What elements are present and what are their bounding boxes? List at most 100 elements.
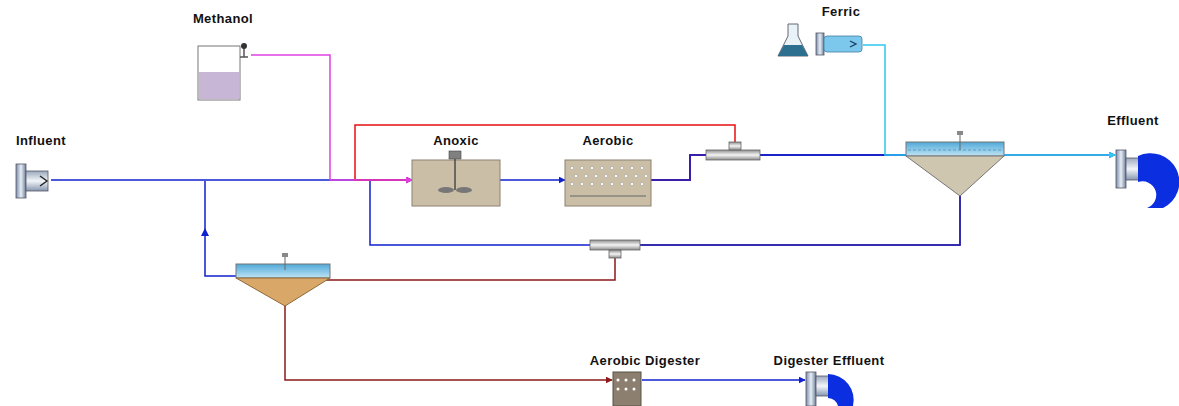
flow-line [251, 55, 412, 180]
process-unit: Aerobic Digester [612, 372, 642, 406]
dosing-pipe [240, 56, 248, 58]
flask [778, 24, 808, 56]
outfall-elbow [1138, 153, 1179, 208]
air-bubbles [617, 379, 636, 391]
flow-line [642, 379, 805, 381]
flow-line [863, 45, 1115, 155]
unit-label: Influent [16, 133, 66, 148]
air-bubble [580, 182, 583, 185]
process-unit: Aerobic [565, 151, 651, 206]
flask-liquid [778, 45, 808, 56]
pump-knob [241, 43, 247, 49]
air-bubble [594, 174, 597, 177]
process-unit: Anoxic [412, 151, 500, 206]
air-bubble [584, 174, 587, 177]
tee-body [590, 240, 640, 250]
air-bubble [570, 182, 573, 185]
outfall-elbow [828, 374, 854, 406]
air-bubble [610, 166, 613, 169]
influent-pipe [16, 164, 48, 198]
pipe-tee [706, 142, 760, 160]
air-bubble [640, 166, 643, 169]
flow-chevron [40, 176, 47, 186]
air-bubble [600, 182, 603, 185]
thickener-water [236, 264, 330, 278]
flow-chevron [850, 41, 856, 47]
tee-branch [729, 142, 741, 150]
unit-label: Aerobic [582, 133, 633, 148]
air-bubble [625, 379, 628, 382]
air-bubble [600, 166, 603, 169]
pipe-flange [1116, 150, 1126, 188]
mixer-blade [438, 187, 454, 193]
process-unit: Methanol [195, 42, 251, 102]
process-unit: Ferric [775, 22, 863, 58]
thickener-drive [285, 256, 286, 270]
air-bubble [610, 182, 613, 185]
aerobic-tank [565, 160, 651, 206]
ferric-dosing [778, 24, 862, 56]
tank-liquid [199, 72, 239, 99]
air-bubble [640, 182, 643, 185]
tank-body [565, 160, 651, 206]
thickener-cone [236, 278, 330, 306]
pipe-flange [806, 372, 816, 406]
air-bubble [644, 174, 647, 177]
air-bubble [617, 379, 620, 382]
unit-label: Anoxic [433, 133, 479, 148]
flow-line [500, 179, 565, 181]
mixer-blade [456, 187, 472, 193]
air-bubble [590, 182, 593, 185]
weir-line [908, 150, 1002, 151]
air-bubble [570, 166, 573, 169]
clarifier-water [906, 142, 1004, 156]
unit-label: Aerobic Digester [590, 353, 700, 368]
air-bubble [617, 388, 620, 391]
effluent-pipe [1116, 150, 1179, 208]
tee-branch [609, 250, 621, 258]
air-bubble [620, 166, 623, 169]
flow-line [370, 155, 960, 245]
thickener [236, 253, 330, 306]
methanol-tank [198, 43, 248, 100]
clarifier-drive [960, 134, 961, 150]
unit-label: Digester Effluent [774, 353, 885, 368]
pump-body [824, 36, 862, 52]
air-bubble [634, 174, 637, 177]
anoxic-tank [412, 151, 500, 206]
flow-line [285, 155, 960, 380]
air-bubble [580, 166, 583, 169]
diffuser-grid [570, 195, 646, 196]
aerobic-digester [613, 372, 641, 406]
air-bubble [614, 174, 617, 177]
digester-body [613, 372, 641, 406]
splitter-tee [590, 240, 640, 258]
unit-label: Ferric [822, 4, 861, 19]
mixer-motor [449, 151, 461, 159]
pump-flange [816, 33, 824, 55]
clarifier-cone [906, 156, 1004, 196]
air-bubble [633, 379, 636, 382]
pipe-body [26, 171, 48, 191]
flow-arrow [201, 228, 209, 236]
secondary-clarifier [906, 131, 1004, 196]
air-bubble [590, 166, 593, 169]
process-unit: Digester Effluent [805, 372, 853, 406]
tank-body [412, 160, 500, 206]
air-bubble [630, 166, 633, 169]
pipe-flange [16, 164, 26, 198]
overflow-pipe [205, 181, 236, 276]
air-bubble [604, 174, 607, 177]
air-bubble [574, 174, 577, 177]
clarifier-drive [957, 131, 963, 135]
air-bubbles [570, 166, 647, 185]
tee-body [706, 150, 760, 160]
unit-label: Effluent [1107, 113, 1159, 128]
overflow-line [201, 181, 236, 276]
air-bubble [620, 182, 623, 185]
unit-label: Methanol [193, 11, 253, 26]
mixer-shaft [454, 159, 455, 190]
